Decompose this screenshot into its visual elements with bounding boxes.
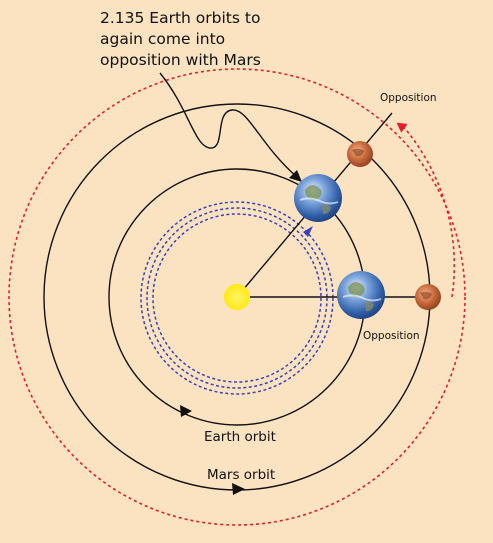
sun (224, 284, 250, 310)
mars-path-arrow-icon (396, 122, 408, 133)
caption-pointer-arrow-icon (289, 170, 302, 182)
mars-path-red-dotted (8, 68, 466, 526)
earth-path-blue-dotted-3 (140, 201, 334, 395)
earth-path-arrow-icon (303, 226, 313, 237)
caption-line-2: again come into (100, 30, 226, 48)
earth-planet-top (294, 174, 342, 222)
mars-orbit-arrow-icon (232, 483, 245, 495)
mars-planet-right (415, 284, 441, 310)
mars-orbit-label: Mars orbit (207, 467, 276, 483)
earth-path-blue-dotted-1 (152, 213, 322, 383)
mars-planet-top (347, 141, 373, 167)
earth-orbit-arrow-icon (180, 405, 192, 417)
caption-line-3: opposition with Mars (100, 51, 261, 69)
earth-planet-right (337, 271, 385, 319)
opposition-label-top: Opposition (380, 92, 437, 104)
caption-pointer-line (159, 72, 298, 178)
earth-path-blue-dotted-2 (146, 207, 328, 389)
caption-text: 2.135 Earth orbits to again come into op… (100, 8, 320, 71)
opposition-label-bottom: Opposition (363, 330, 420, 342)
earth-orbit-label: Earth orbit (204, 429, 276, 445)
caption-line-1: 2.135 Earth orbits to (100, 9, 261, 27)
mars-path-red-arc (401, 124, 456, 298)
